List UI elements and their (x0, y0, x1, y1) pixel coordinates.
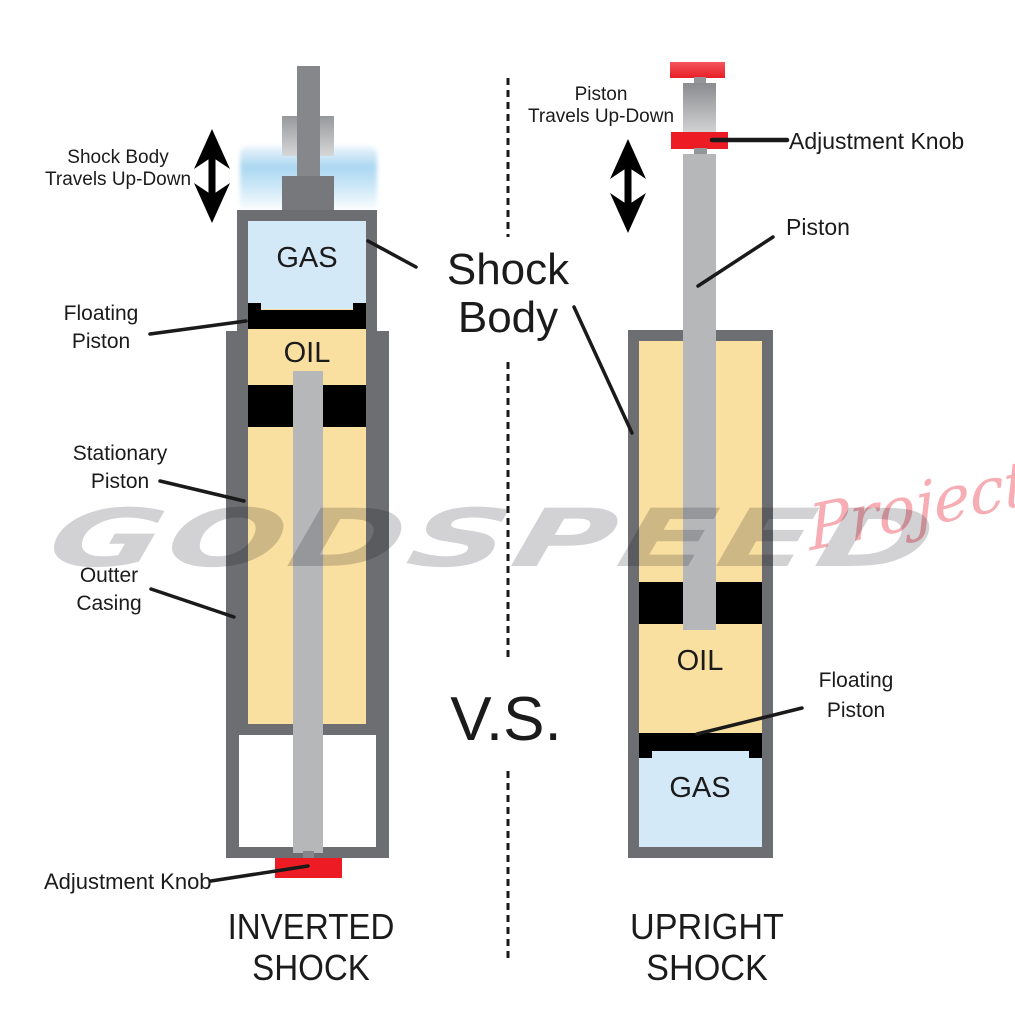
inverted-adjustment-knob-label: Adjustment Knob (44, 869, 212, 894)
upright-gas-label: GAS (669, 772, 731, 804)
upright-floating-piston-label: Floating Piston (818, 669, 894, 722)
upright-adjustment-knob (671, 132, 728, 149)
leader-adjustment-knob-left (209, 864, 310, 883)
inverted-title: INVERTED SHOCK (227, 906, 395, 989)
upright-rod-upper (683, 83, 716, 133)
inverted-outer-casing-left (226, 331, 239, 858)
upright-rod-stub-mid (694, 148, 707, 155)
inverted-floating-piston-label: Floating Piston (63, 302, 139, 353)
upright-rod-stub-top (694, 77, 706, 84)
inverted-mount-block (282, 176, 334, 216)
inverted-piston-rod (293, 371, 323, 853)
inverted-travel-arrow (194, 129, 230, 223)
upright-travel-label: Piston Travels Up-Down (527, 84, 675, 127)
inverted-floating-piston (248, 310, 366, 329)
inverted-outer-casing-right (376, 331, 389, 858)
leader-shock-body-right (572, 305, 634, 435)
vs-label: V.S. (450, 685, 562, 754)
upright-travel-arrow (610, 139, 646, 233)
upright-piston-rod (683, 154, 716, 630)
inverted-gas-chamber (248, 221, 366, 309)
shock-body-label: Shock Body (446, 245, 570, 343)
inverted-shaft (297, 66, 320, 182)
leader-outter-casing (149, 587, 236, 619)
upright-oil-label: OIL (676, 645, 724, 677)
leader-floating-piston-left (148, 319, 248, 336)
inverted-stationary-piston-label: Stationary Piston (72, 442, 168, 493)
upright-top-mount (670, 62, 725, 78)
inverted-oil-label: OIL (283, 337, 331, 369)
inverted-travel-label: Shock Body Travels Up-Down (44, 147, 192, 190)
leader-stationary-piston (158, 479, 246, 503)
upright-title: UPRIGHT SHOCK (630, 906, 784, 989)
upright-floating-piston (639, 733, 762, 751)
inverted-rod-nub (303, 851, 314, 859)
inverted-gas-label: GAS (276, 242, 338, 274)
upright-gas-chamber (639, 750, 762, 847)
leader-shock-body-left (366, 239, 418, 269)
inverted-outter-casing-label: Outter Casing (76, 564, 142, 615)
upright-piston-label: Piston (786, 214, 850, 240)
leader-floating-piston-right (695, 706, 804, 736)
inverted-adjustment-knob (275, 858, 342, 878)
upright-adjustment-knob-label: Adjustment Knob (789, 128, 965, 154)
leader-piston-right (696, 235, 775, 288)
